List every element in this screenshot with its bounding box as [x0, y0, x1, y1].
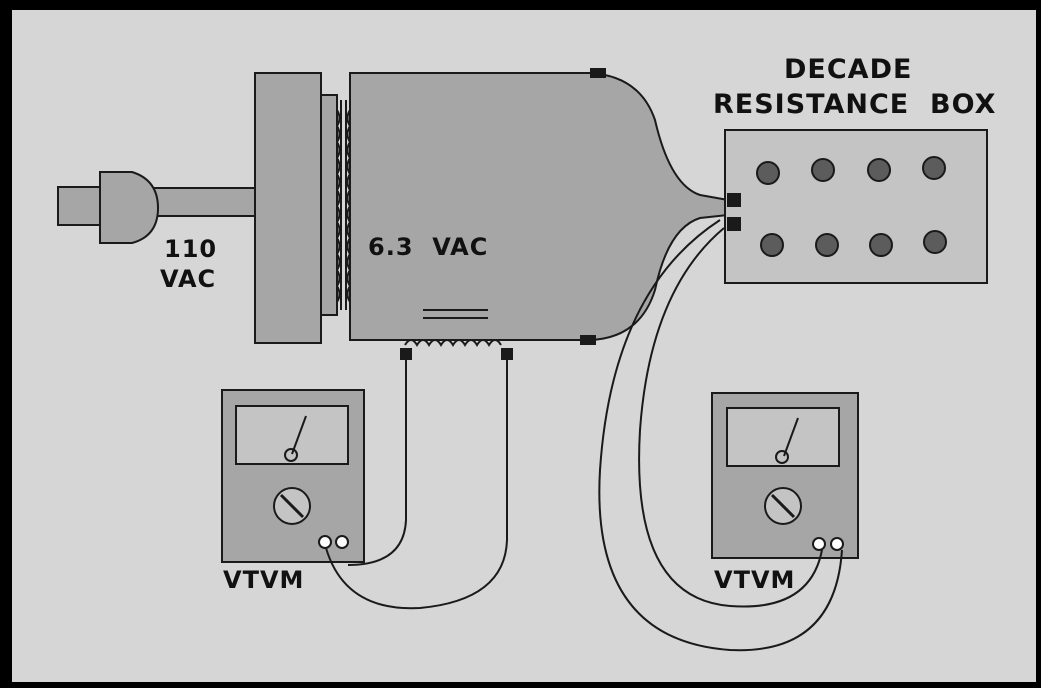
plug-voltage-line2: VAC: [160, 265, 216, 293]
rotary-knob-icon[interactable]: [922, 156, 946, 180]
rotary-knob-icon[interactable]: [756, 161, 780, 185]
rotary-knob-icon[interactable]: [811, 158, 835, 182]
rotary-knob-icon[interactable]: [923, 230, 947, 254]
secondary-voltage-label: 6.3 VAC: [368, 233, 488, 261]
decade-resistance-box: [724, 129, 988, 284]
rotary-knob-icon[interactable]: [760, 233, 784, 257]
test-leads: [325, 219, 843, 652]
vtvm-meter-icon: [711, 392, 859, 559]
vtvm-left-label: VTVM: [223, 566, 304, 594]
rotary-knob-icon[interactable]: [867, 158, 891, 182]
rotary-knob-icon[interactable]: [869, 233, 893, 257]
transformer-primary: [254, 72, 338, 344]
decade-box-title-line2: RESISTANCE BOX: [713, 89, 996, 120]
plug-voltage-line1: 110: [164, 235, 217, 263]
vtvm-right-label: VTVM: [714, 566, 795, 594]
rotary-knob-icon[interactable]: [815, 233, 839, 257]
vtvm-meter-icon: [221, 389, 365, 563]
power-plug-icon: [99, 171, 160, 244]
decade-box-title-line1: DECADE: [784, 54, 912, 85]
